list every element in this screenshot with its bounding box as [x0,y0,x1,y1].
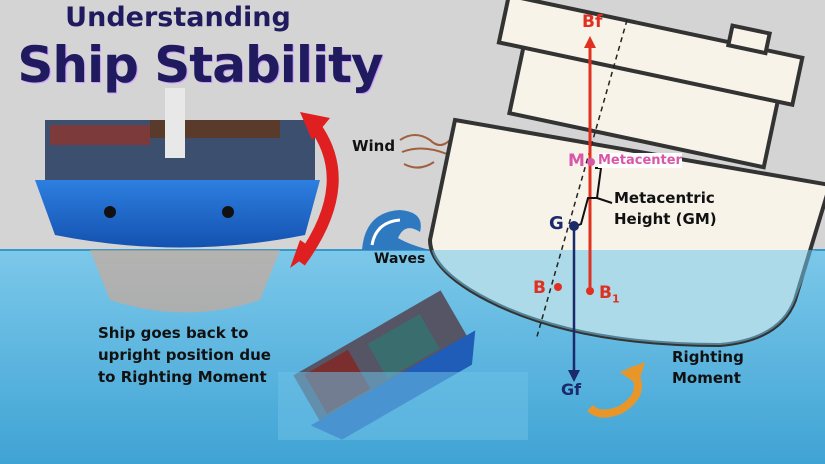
b1-point [586,287,594,295]
centerline [535,19,628,341]
caption-line1: Ship goes back to [98,324,249,342]
gm-bracket [575,167,603,227]
label-metacenter: Metacenter [598,153,682,168]
label-waves: Waves [374,251,426,267]
label-b: B [533,278,546,298]
wave-icon [362,210,430,250]
label-m: M [568,151,585,171]
upright-ship-illustration [35,88,320,313]
center-of-gravity-point [569,221,579,231]
caption-line3: to Righting Moment [98,368,267,386]
label-gm-line1: Metacentric [614,189,715,207]
wind-icon [399,134,451,169]
label-gf: Gf [561,380,582,399]
title-line2: Ship Stability [17,36,383,94]
label-g: G [549,213,564,234]
label-gm-line2: Height (GM) [614,210,717,228]
label-righting-line2: Moment [672,369,741,387]
metacenter-point [587,158,595,166]
title-line1: Understanding [65,2,291,33]
rotation-arrow [295,116,339,266]
b-point [554,283,562,291]
caption-line2: upright position due [98,346,271,364]
label-b1: B1 [599,283,620,306]
label-righting-line1: Righting [672,348,744,366]
label-wind: Wind [352,137,396,155]
label-bf: Bf [582,12,603,32]
